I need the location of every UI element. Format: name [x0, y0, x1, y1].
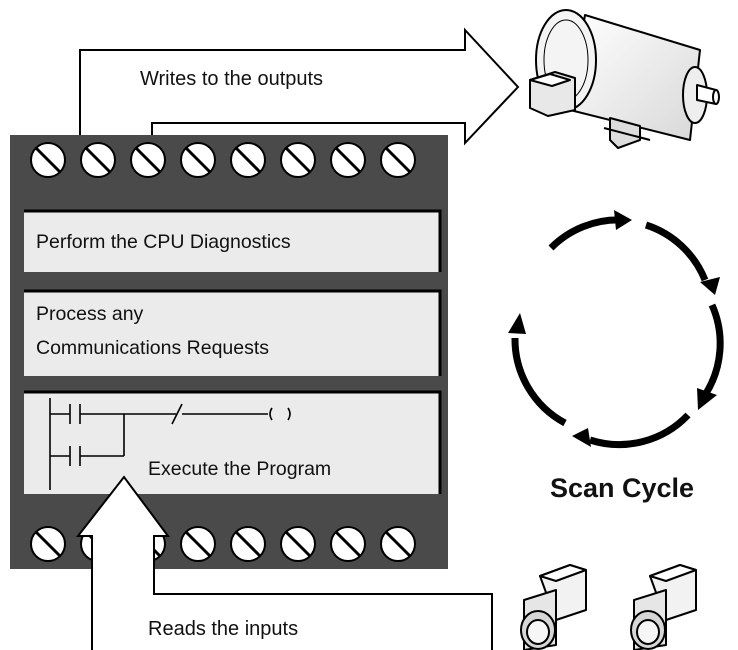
scan-cycle-ring: [511, 216, 724, 449]
top-terminal-screw: [280, 142, 316, 178]
outputs-label: Writes to the outputs: [140, 68, 323, 90]
ladder-logic-icon: [49, 398, 291, 490]
top-terminal-screw: [230, 142, 266, 178]
execute-panel: [24, 392, 440, 494]
plc-unit: Perform the CPU Diagnostics Process any …: [10, 135, 448, 569]
top-terminal-screw: [80, 142, 116, 178]
bottom-terminal-screw: [330, 526, 366, 562]
motor-icon: [529, 9, 720, 149]
bottom-terminal-screw: [280, 526, 316, 562]
scan-cycle-arrowheads: [508, 210, 720, 447]
top-terminal-screw: [180, 142, 216, 178]
top-terminal-screw: [130, 142, 166, 178]
bottom-terminal-screw: [180, 526, 216, 562]
top-terminal-screw: [30, 142, 66, 178]
execute-label: Execute the Program: [148, 458, 331, 480]
input-switch-icon-1: [520, 564, 587, 650]
scan-cycle-arrowhead-3: [697, 388, 717, 410]
inputs-label: Reads the inputs: [148, 618, 298, 640]
scan-cycle-arc-5: [511, 337, 567, 427]
outputs-arrow: [79, 27, 520, 146]
inputs-arrow-head: [75, 475, 170, 569]
scan-cycle-arc-1: [548, 216, 623, 251]
communications-label-line-1: Process any: [36, 303, 144, 325]
top-terminal-screw: [330, 142, 366, 178]
bottom-terminal-screw: [30, 526, 66, 562]
diagnostics-panel: [24, 211, 440, 272]
bottom-terminal-screw: [230, 526, 266, 562]
communications-label-line-2: Communications Requests: [36, 337, 269, 359]
scan-cycle-arc-4: [588, 412, 691, 449]
scan-cycle-arc-3: [702, 303, 724, 397]
communications-panel: [24, 291, 440, 376]
scan-cycle-arc-2: [644, 221, 709, 282]
scan-cycle-label: Scan Cycle: [550, 473, 694, 503]
scan-cycle-arrowhead-5: [508, 313, 526, 334]
top-terminal-screw: [380, 142, 416, 178]
top-terminal-strip: [30, 142, 416, 178]
diagnostics-label: Perform the CPU Diagnostics: [36, 231, 291, 253]
scan-cycle-arrowhead-4: [572, 428, 591, 447]
scan-cycle-arrowhead-1: [614, 210, 632, 230]
input-switch-icon-2: [630, 564, 697, 650]
bottom-terminal-screw: [380, 526, 416, 562]
scan-cycle-arrowhead-2: [700, 277, 720, 295]
